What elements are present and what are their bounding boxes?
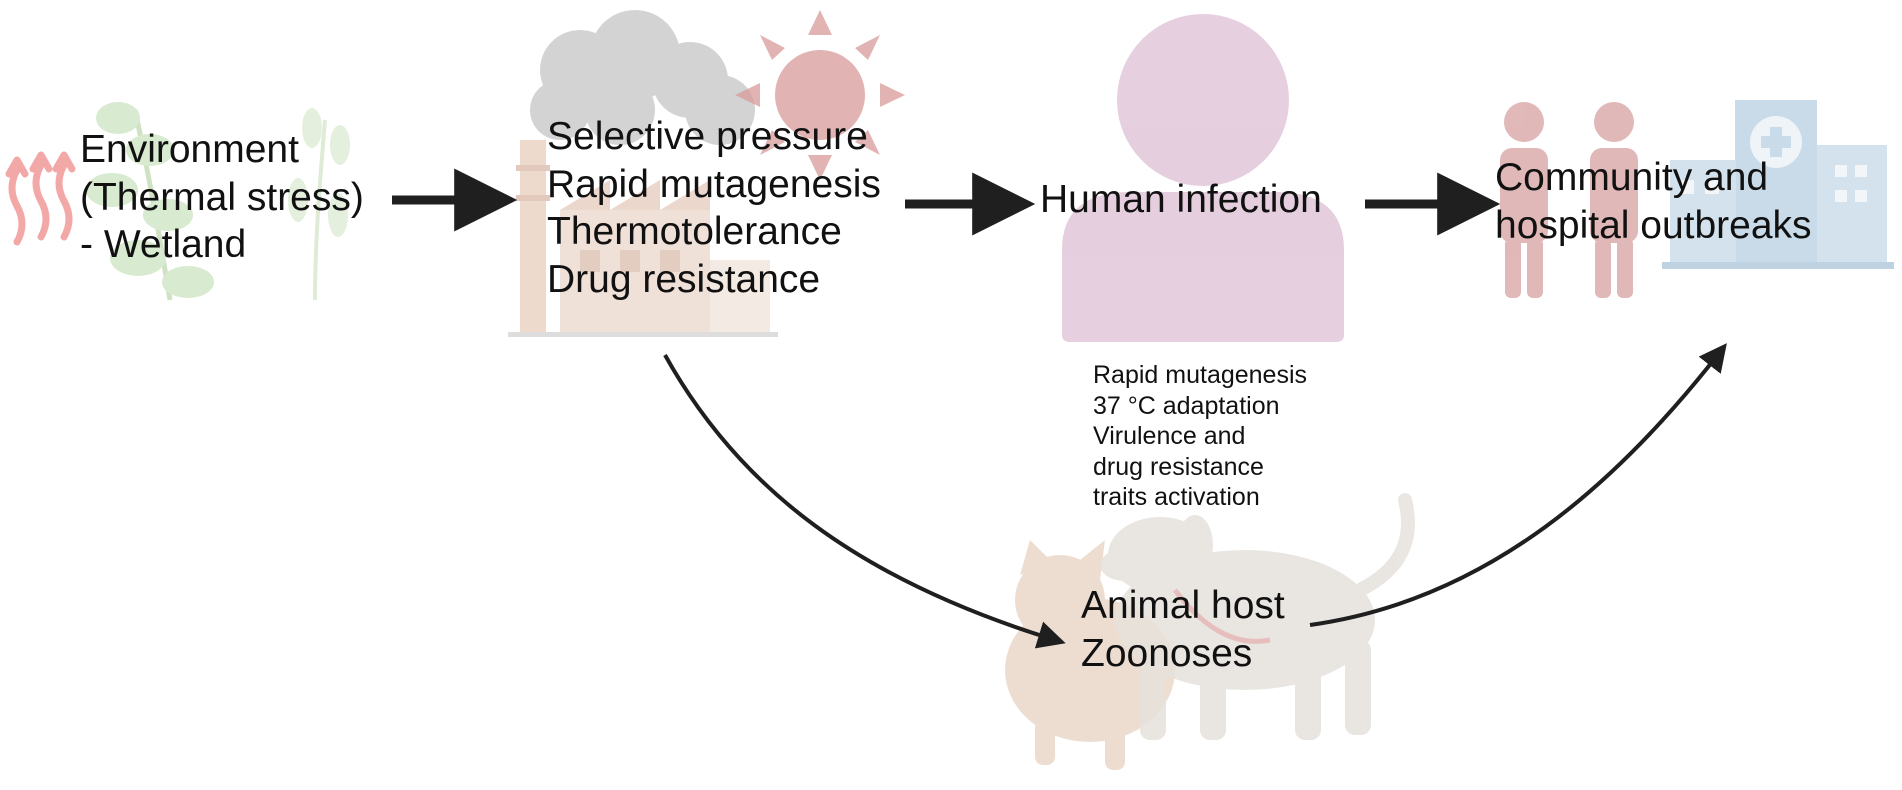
dog-icon	[1100, 493, 1415, 740]
environment-line-2: (Thermal stress)	[80, 175, 364, 219]
selective-line-2: Rapid mutagenesis	[547, 162, 881, 206]
human-infection-label: Human infection	[1040, 176, 1322, 224]
trait-line-2: 37 °C adaptation	[1093, 391, 1280, 420]
selective-line-4: Drug resistance	[547, 257, 821, 301]
flow-arrows	[392, 168, 1727, 649]
selective-line-3: Thermotolerance	[547, 210, 842, 254]
arrow-animal-to-community	[1309, 343, 1727, 627]
animal-host-label: Animal host Zoonoses	[1081, 582, 1285, 677]
trait-line-5: traits activation	[1093, 483, 1260, 511]
community-line-2: hospital outbreaks	[1495, 203, 1812, 247]
selective-line-1: Selective pressure	[547, 115, 868, 158]
trait-line-4: drug resistance	[1093, 452, 1264, 481]
plant-icon	[86, 102, 350, 301]
hospital-icon	[1662, 100, 1894, 269]
trait-line-1: Rapid mutagenesis	[1093, 361, 1308, 389]
human-traits-note: Rapid mutagenesis 37 °C adaptation Virul…	[1093, 360, 1307, 513]
community-line-1: Community and	[1495, 156, 1769, 199]
environment-line-1: Environment	[80, 128, 299, 171]
smoke-cloud-icon	[530, 10, 755, 145]
selective-pressure-label: Selective pressure Rapid mutagenesis The…	[547, 113, 881, 303]
environment-line-3: - Wetland	[80, 223, 247, 267]
heat-waves-icon	[5, 151, 76, 246]
sun-icon	[735, 10, 905, 180]
animal-line-2: Zoonoses	[1081, 631, 1253, 675]
trait-line-3: Virulence and	[1093, 422, 1246, 450]
person-icon	[1062, 14, 1344, 342]
people-icon	[1500, 102, 1638, 298]
environment-label: Environment (Thermal stress) - Wetland	[80, 126, 364, 269]
factory-icon	[508, 140, 778, 337]
human-infection-text: Human infection	[1040, 178, 1322, 221]
arrow-selective-to-animal	[663, 354, 1066, 649]
community-outbreaks-label: Community and hospital outbreaks	[1495, 154, 1812, 249]
animal-line-1: Animal host	[1081, 584, 1285, 627]
